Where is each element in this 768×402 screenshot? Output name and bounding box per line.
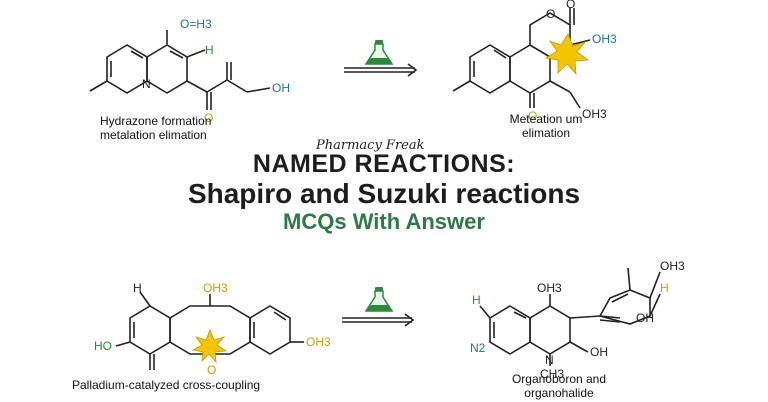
atom-label: O: [207, 363, 216, 377]
molecule-top-left: [89, 30, 271, 110]
atom-label: CH3: [540, 367, 564, 381]
atom-label: HO: [94, 339, 112, 353]
atom-label: H: [472, 293, 481, 307]
title-line-3: MCQs With Answer: [283, 209, 485, 234]
caption-line: metalation elimation: [100, 128, 207, 142]
caption-line: Meteation um: [509, 112, 583, 126]
atom-label: O=H3: [180, 17, 212, 31]
atom-label: OH3: [203, 281, 228, 295]
atom-label: O: [566, 0, 575, 11]
reaction-arrow-bottom: [342, 313, 415, 327]
atom-label: H: [660, 281, 669, 295]
atom-label: OH3: [592, 32, 617, 46]
atom-label: OH: [590, 345, 608, 359]
caption-bottom-left: Palladium-catalyzed cross-coupling: [72, 378, 260, 392]
atom-label: OH: [272, 81, 290, 95]
atom-label: O: [204, 111, 213, 125]
atom-label: O: [546, 7, 555, 21]
title-line-1: NAMED REACTIONS:: [252, 150, 516, 178]
atom-label: H: [133, 281, 142, 295]
atom-label: N: [142, 77, 151, 91]
caption-line: organohalide: [524, 386, 594, 400]
atom-label: N: [545, 353, 554, 367]
starburst-icon: [191, 328, 228, 364]
flask-icon: [364, 287, 394, 312]
atom-label: H: [205, 43, 214, 57]
atom-label: OH3: [660, 259, 685, 273]
caption-top-right: Meteation um elimation: [486, 112, 606, 140]
atom-label: O: [528, 109, 537, 123]
molecule-bottom-right: [479, 267, 661, 366]
molecule-bottom-left: [115, 291, 304, 370]
flask-icon: [364, 40, 394, 65]
caption-bottom-right: Organoboron and organohalide: [494, 372, 624, 400]
caption-line: Hydrazone formation: [100, 114, 212, 128]
caption-line: Organoboron and: [511, 372, 607, 386]
brand-signature: Pharmacy Freak: [316, 138, 425, 153]
caption-line: elimation: [521, 126, 571, 140]
atom-label: OH3: [582, 107, 607, 121]
reaction-arrow-top: [344, 63, 418, 77]
atom-label: N2: [470, 341, 486, 355]
caption-top-left: Hydrazone formation metalation elimation: [100, 114, 211, 142]
starburst-icon: [544, 33, 590, 76]
caption-line: Palladium-catalyzed cross-coupling: [72, 378, 261, 392]
molecule-top-right: [452, 8, 591, 109]
atom-label: OH3: [537, 281, 562, 295]
title-line-2: Shapiro and Suzuki reactions: [187, 178, 581, 209]
atom-label: OH3: [306, 335, 331, 349]
atom-label: OH: [636, 311, 654, 325]
